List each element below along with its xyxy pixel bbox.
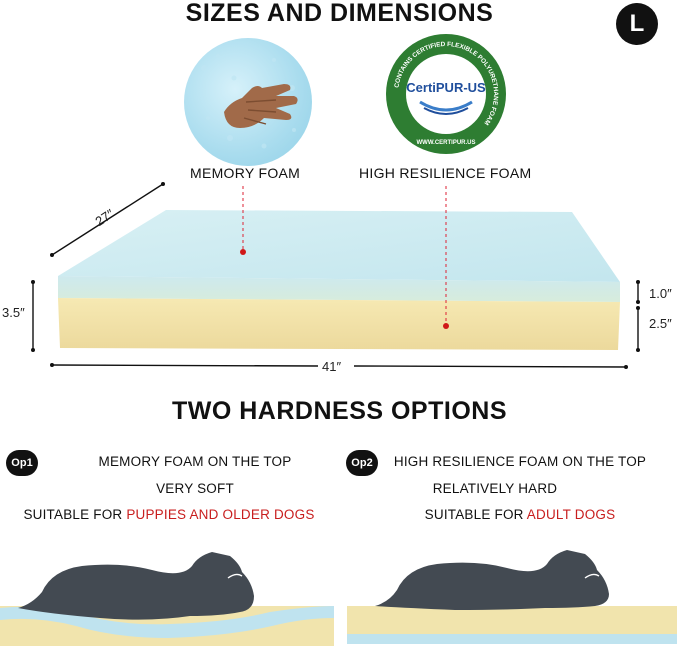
height-dimension: 3.5″ (2, 305, 25, 320)
option-1-badge: Op1 (6, 450, 38, 476)
option-1-suitable-highlight: PUPPIES AND OLDER DOGS (126, 507, 315, 522)
width-dimension: 41″ (322, 359, 342, 374)
option-1-line-3: SUITABLE FOR PUPPIES AND OLDER DOGS (0, 507, 338, 522)
top-layer-dimension: 1.0″ (649, 286, 672, 301)
option-2-illustration (347, 550, 677, 644)
option-1-suitable-prefix: SUITABLE FOR (23, 507, 127, 522)
option-2-suitable-prefix: SUITABLE FOR (424, 507, 527, 522)
option-1-line-2: VERY SOFT (156, 481, 234, 496)
option-2-line-1: HIGH RESILIENCE FOAM ON THE TOP (393, 454, 647, 469)
hardness-options-title: TWO HARDNESS OPTIONS (171, 397, 507, 425)
option-2-badge: Op2 (346, 450, 378, 476)
option-2-line-2: RELATIVELY HARD (432, 481, 558, 496)
page-title: SIZES AND DIMENSIONS (185, 0, 494, 27)
option-1-illustration (0, 552, 334, 646)
size-badge: L (616, 3, 658, 45)
high-resilience-foam-label: HIGH RESILIENCE FOAM (359, 165, 532, 181)
certipur-url-text: WWW.CERTIPUR.US (417, 140, 476, 146)
memory-foam-photo (184, 38, 312, 166)
memory-foam-label: MEMORY FOAM (190, 165, 301, 181)
certipur-logo-text: CertiPUR-US (406, 80, 486, 95)
option-2-line-3: SUITABLE FOR ADULT DOGS (400, 507, 640, 522)
option-1-line-1: MEMORY FOAM ON THE TOP (98, 454, 292, 469)
bottom-layer-dimension: 2.5″ (649, 316, 672, 331)
certipur-badge: CONTAINS CERTIFIED FLEXIBLE POLYURETHANE… (384, 32, 508, 156)
mattress-diagram (31, 182, 640, 369)
option-2-suitable-highlight: ADULT DOGS (526, 507, 616, 522)
